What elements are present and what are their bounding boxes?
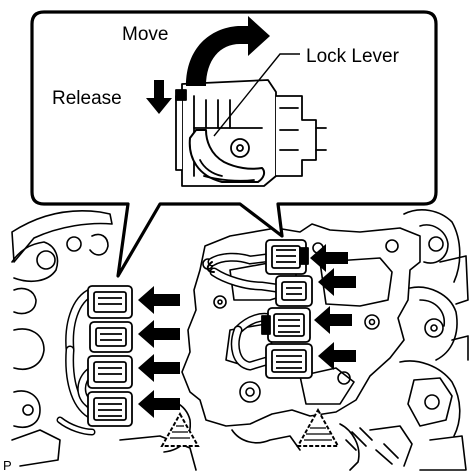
left-arrow-icon (138, 354, 180, 382)
left-arrow-icon (310, 244, 348, 272)
connector-left-2 (89, 321, 133, 353)
connector-right-4 (265, 343, 313, 379)
left-arrow-icon (314, 306, 352, 334)
lock-lever-label: Lock Lever (306, 46, 400, 67)
release-label: Release (52, 88, 122, 109)
detail-callout (30, 10, 438, 278)
connector-left-1 (87, 285, 133, 319)
connector-left-3 (87, 355, 133, 389)
figure-mark: P (3, 458, 12, 473)
connector-left-4 (87, 391, 133, 427)
callout-arrows (138, 244, 356, 418)
connector-right-3 (261, 307, 311, 343)
connector-right-2 (275, 275, 313, 307)
left-arrow-icon (318, 342, 356, 370)
connectors (87, 239, 313, 427)
move-label: Move (122, 24, 168, 45)
left-arrow-icon (138, 286, 180, 314)
left-arrow-icon (318, 268, 356, 296)
connector-right-1 (265, 239, 309, 275)
down-arrow-icon (146, 80, 172, 114)
left-arrow-icon (138, 390, 180, 418)
caution-triangle-icon (160, 411, 200, 447)
curved-arrow-icon (186, 16, 270, 86)
connector-detail-drawing (175, 79, 327, 187)
left-arrow-icon (138, 320, 180, 348)
